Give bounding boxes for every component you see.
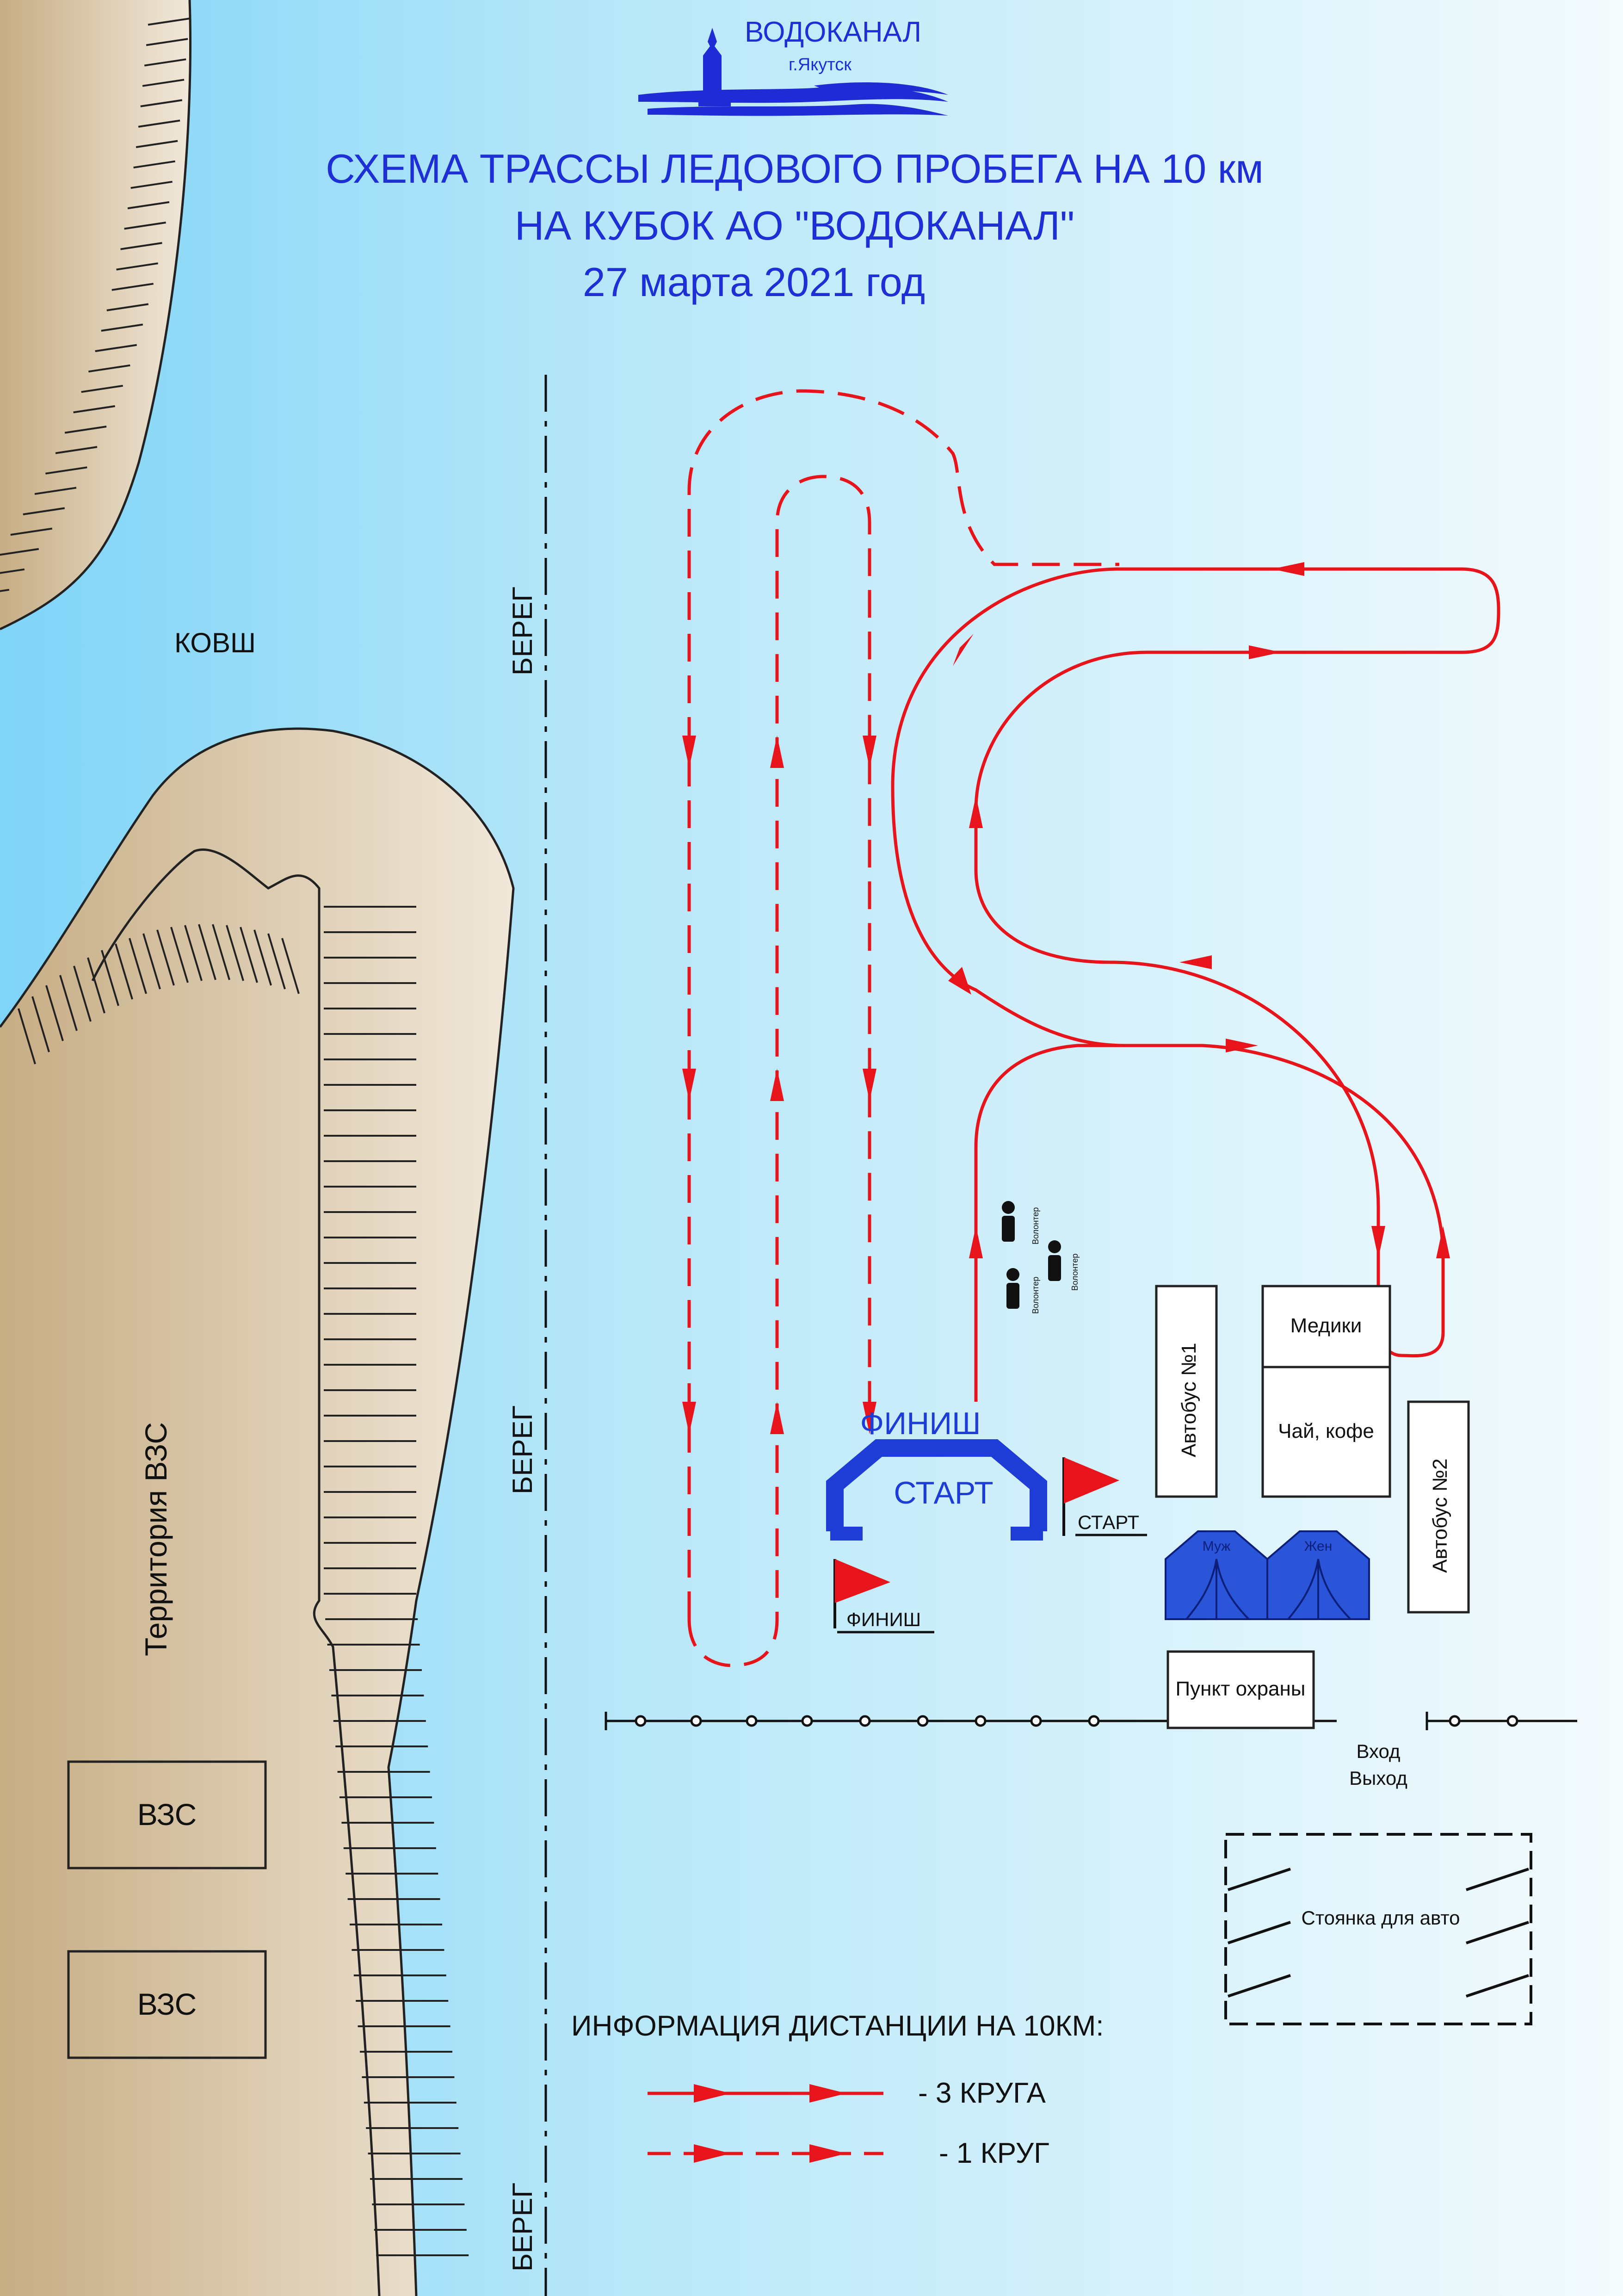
tower-icon	[703, 28, 722, 93]
label-shore-2: БЕРЕГ	[507, 1405, 538, 1494]
svg-text:СТАРТ: СТАРТ	[1078, 1511, 1139, 1533]
logo-name: ВОДОКАНАЛ	[745, 16, 921, 48]
svg-text:Жен: Жен	[1304, 1539, 1333, 1554]
fence-line	[605, 1712, 1577, 1730]
logo-city: г.Якутск	[789, 55, 852, 74]
title-line-1: СХЕМА ТРАССЫ ЛЕДОВОГО ПРОБЕГА НА 10 км	[326, 146, 1263, 192]
legend-solid-route: - 3 КРУГА	[648, 2077, 1046, 2109]
volunteer-icon	[1002, 1201, 1061, 1309]
svg-text:ВЗС: ВЗС	[137, 1987, 197, 2021]
svg-text:Волонтер: Волонтер	[1031, 1207, 1040, 1244]
vzs-building-2: ВЗС	[67, 1950, 267, 2059]
medics-tent: Медики	[1261, 1285, 1391, 1368]
title-line-3: 27 марта 2021 год	[583, 259, 925, 305]
svg-text:- 3 КРУГА: - 3 КРУГА	[918, 2077, 1046, 2109]
svg-text:Чай, кофе: Чай, кофе	[1278, 1420, 1374, 1442]
title-line-2: НА КУБОК АО "ВОДОКАНАЛ"	[515, 203, 1074, 248]
route-3-laps-arrows	[948, 562, 1450, 1258]
label-shore-3: БЕРЕГ	[507, 2183, 538, 2271]
svg-text:Автобус №1: Автобус №1	[1178, 1343, 1200, 1457]
svg-text:Муж: Муж	[1203, 1539, 1231, 1554]
route-3-laps-solid	[891, 567, 1500, 1402]
start-finish-arch: ФИНИШ СТАРТ	[826, 1406, 1047, 1541]
label-territory: Территория ВЗС	[139, 1422, 173, 1656]
volunteer-group: Волонтер Волонтер Волонтер	[1002, 1201, 1080, 1314]
security-post: Пункт охраны	[1166, 1650, 1315, 1729]
label-shore-1: БЕРЕГ	[507, 587, 538, 675]
legend-dashed-route: - 1 КРУГ	[648, 2137, 1049, 2169]
svg-text:Волонтер: Волонтер	[1070, 1254, 1080, 1291]
finish-flag: ФИНИШ	[833, 1559, 934, 1634]
upper-left-shore	[0, 0, 191, 629]
territory-slope-inner	[91, 848, 381, 2296]
upper-left-shore-edge	[0, 0, 192, 631]
vzs-building-1: ВЗС	[67, 1760, 267, 1869]
legend: ИНФОРМАЦИЯ ДИСТАНЦИИ НА 10КМ: - 3 КРУГА …	[571, 2010, 1104, 2169]
changing-tent-women: Жен	[1266, 1530, 1370, 1620]
svg-text:Медики: Медики	[1290, 1314, 1362, 1337]
parking-area: Стоянка для авто	[1224, 1833, 1532, 2025]
tea-coffee-tent: Чай, кофе	[1261, 1366, 1391, 1498]
bus-1: Автобус №1	[1155, 1285, 1218, 1498]
vodokanal-logo: ВОДОКАНАЛ г.Якутск	[638, 16, 948, 116]
svg-text:Автобус №2: Автобус №2	[1429, 1458, 1451, 1573]
svg-text:Пункт охраны: Пункт охраны	[1176, 1677, 1306, 1700]
start-arch-label: СТАРТ	[894, 1475, 993, 1510]
bus-2: Автобус №2	[1407, 1400, 1470, 1614]
route-1-lap-dashed	[687, 389, 1119, 1667]
svg-text:Волонтер: Волонтер	[1031, 1277, 1040, 1314]
entrance-label: Вход	[1356, 1740, 1400, 1762]
territory-land	[0, 729, 513, 2296]
svg-text:Стоянка для авто: Стоянка для авто	[1301, 1907, 1460, 1929]
route-1-lap-arrows	[682, 736, 876, 1434]
label-kovsh: КОВШ	[174, 627, 256, 658]
svg-text:ВЗС: ВЗС	[137, 1797, 197, 1832]
svg-text:ФИНИШ: ФИНИШ	[846, 1609, 921, 1630]
finish-arch-label: ФИНИШ	[860, 1406, 981, 1441]
legend-title: ИНФОРМАЦИЯ ДИСТАНЦИИ НА 10КМ:	[571, 2010, 1104, 2042]
territory-slope-hatch	[18, 906, 469, 2256]
upper-left-slope-hatch	[0, 18, 190, 592]
exit-label: Выход	[1349, 1767, 1407, 1789]
start-flag: СТАРТ	[1062, 1457, 1147, 1536]
territory-shore-edge	[0, 727, 515, 2296]
svg-text:- 1 КРУГ: - 1 КРУГ	[939, 2137, 1049, 2169]
